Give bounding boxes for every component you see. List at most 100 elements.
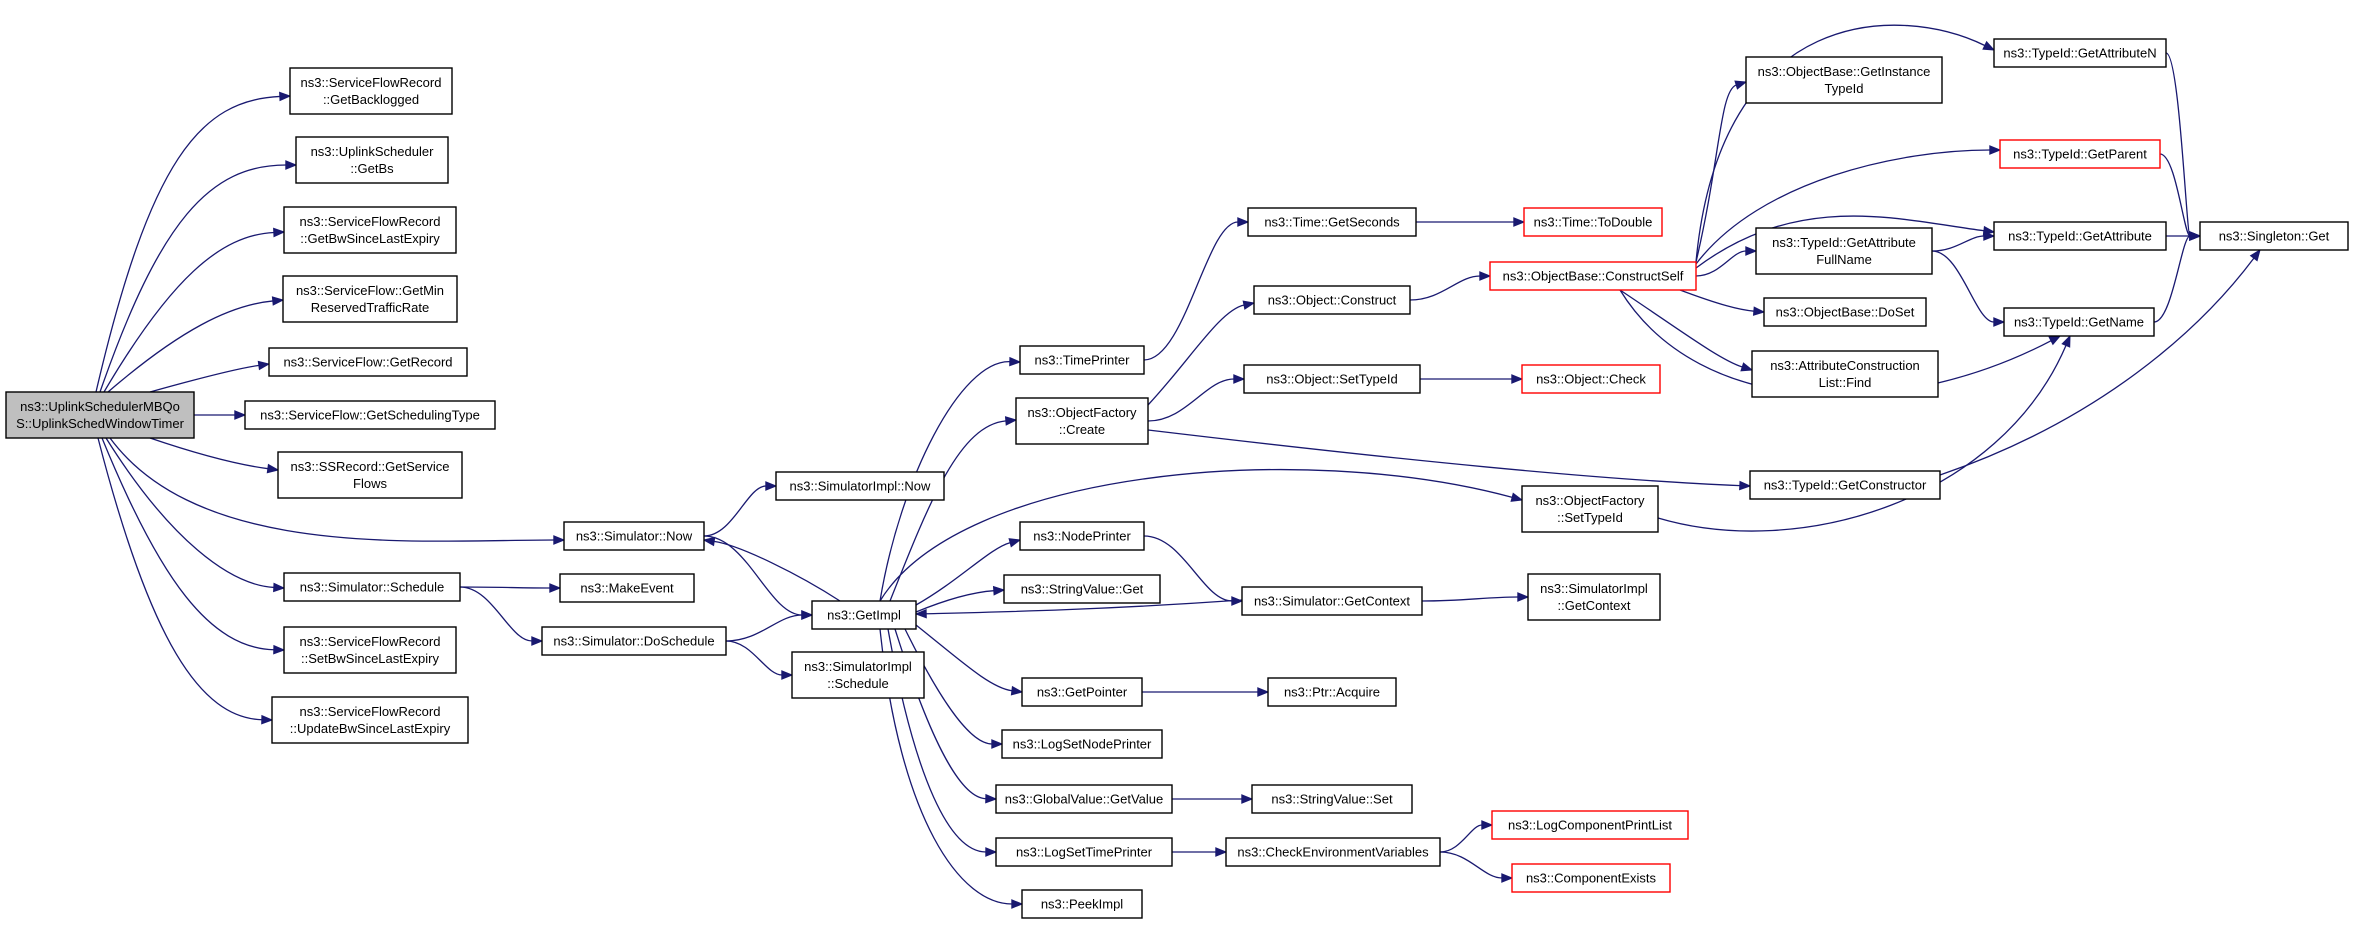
function-node[interactable]: ns3::Simulator::GetContext [1241, 586, 1423, 616]
node-label: ns3::ServiceFlowRecord [300, 634, 441, 649]
edge-line [1147, 304, 1245, 406]
node-box [541, 626, 727, 656]
node-label: ::GetBacklogged [323, 92, 419, 107]
node-box [775, 471, 945, 501]
node-box [1021, 677, 1143, 707]
function-node[interactable]: ns3::Singleton::Get [2199, 221, 2349, 251]
function-node[interactable]: ns3::ServiceFlow::GetMinReservedTrafficR… [282, 275, 458, 323]
node-box [1999, 139, 2161, 169]
function-node[interactable]: ns3::ServiceFlow::GetSchedulingType [244, 400, 496, 430]
function-node[interactable]: ns3::Object::Construct [1253, 285, 1411, 315]
arrowhead-icon [1740, 362, 1754, 372]
function-node[interactable]: ns3::Time::ToDouble [1523, 207, 1663, 237]
edge-line [459, 586, 533, 642]
function-node[interactable]: ns3::TypeId::GetConstructor [1749, 470, 1941, 500]
function-node[interactable]: ns3::ServiceFlowRecord::SetBwSinceLastEx… [283, 626, 457, 674]
function-node[interactable]: ns3::ObjectBase::ConstructSelf [1489, 261, 1697, 291]
arrowhead-icon [2189, 231, 2202, 241]
node-box [1763, 297, 1927, 327]
function-node[interactable]: ns3::TypeId::GetAttribute [1993, 221, 2167, 251]
arrowhead-icon [261, 714, 274, 725]
function-node[interactable]: ns3::StringValue::Get [1003, 574, 1161, 604]
call-edge [889, 416, 1018, 602]
function-node[interactable]: ns3::Ptr::Acquire [1267, 677, 1397, 707]
node-box [1243, 364, 1421, 394]
node-box [1225, 837, 1441, 867]
function-node[interactable]: ns3::ComponentExists [1511, 863, 1671, 893]
edge-line [703, 485, 767, 537]
function-node[interactable]: ns3::ServiceFlow::GetRecord [268, 347, 468, 377]
function-node[interactable]: ns3::MakeEvent [559, 573, 695, 603]
node-box [995, 837, 1173, 867]
function-node[interactable]: ns3::ObjectFactory::Create [1015, 397, 1149, 445]
function-node[interactable]: ns3::UplinkScheduler::GetBs [295, 136, 449, 184]
arrowhead-icon [801, 610, 814, 620]
function-node[interactable]: ns3::ServiceFlowRecord::UpdateBwSinceLas… [271, 696, 469, 744]
node-label: ns3::LogComponentPrintList [1508, 818, 1672, 833]
call-edge [149, 437, 280, 474]
function-node[interactable]: ns3::GlobalValue::GetValue [995, 784, 1173, 814]
node-label: ns3::StringValue::Get [1021, 582, 1144, 597]
call-edge [1695, 246, 1758, 277]
function-node[interactable]: ns3::TypeId::GetName [2003, 307, 2155, 337]
edge-line [109, 437, 555, 542]
node-label: ns3::Time::GetSeconds [1264, 215, 1400, 230]
node-box [1251, 784, 1413, 814]
edge-line [1421, 596, 1519, 602]
function-node[interactable]: ns3::TimePrinter [1019, 345, 1145, 375]
function-node[interactable]: ns3::Time::GetSeconds [1247, 207, 1417, 237]
function-node[interactable]: ns3::StringValue::Set [1251, 784, 1413, 814]
function-node[interactable]: ns3::TypeId::GetAttributeN [1993, 38, 2167, 68]
function-node[interactable]: ns3::ServiceFlowRecord::GetBwSinceLastEx… [283, 206, 457, 254]
function-node[interactable]: ns3::SimulatorImpl::Now [775, 471, 945, 501]
node-label: ns3::Simulator::DoSchedule [553, 634, 714, 649]
edge-line [459, 586, 551, 589]
call-edge [1619, 289, 1754, 372]
function-node[interactable]: ns3::UplinkSchedulerMBQoS::UplinkSchedWi… [5, 391, 195, 439]
node-label: ns3::SSRecord::GetService [291, 459, 450, 474]
function-node[interactable]: ns3::Object::SetTypeId [1243, 364, 1421, 394]
function-node[interactable]: ns3::LogSetNodePrinter [1001, 729, 1163, 759]
function-node[interactable]: ns3::Simulator::Now [563, 521, 705, 551]
edge-line [915, 590, 995, 613]
arrowhead-icon [531, 636, 544, 646]
arrowhead-icon [1481, 820, 1494, 830]
arrowhead-icon [781, 670, 794, 680]
node-label: ns3::ServiceFlowRecord [300, 704, 441, 719]
function-node[interactable]: ns3::ObjectBase::DoSet [1763, 297, 1927, 327]
function-node[interactable]: ns3::GetImpl [811, 600, 917, 630]
function-node[interactable]: ns3::CheckEnvironmentVariables [1225, 837, 1441, 867]
arrowhead-icon [1004, 416, 1018, 426]
function-node[interactable]: ns3::PeekImpl [1021, 889, 1143, 919]
function-node[interactable]: ns3::LogSetTimePrinter [995, 837, 1173, 867]
function-node[interactable]: ns3::GetPointer [1021, 677, 1143, 707]
edge-line [2159, 153, 2191, 237]
arrowhead-icon [1739, 480, 1752, 491]
call-edge [1143, 217, 1250, 361]
edge-line [1147, 378, 1235, 422]
function-node[interactable]: ns3::SimulatorImpl::Schedule [791, 651, 925, 699]
function-node[interactable]: ns3::NodePrinter [1019, 521, 1145, 551]
edge-line [2165, 52, 2191, 237]
function-node[interactable]: ns3::Object::Check [1521, 364, 1661, 394]
function-node[interactable]: ns3::ServiceFlowRecord::GetBacklogged [289, 67, 453, 115]
edge-line [1439, 824, 1483, 853]
node-box [1003, 574, 1161, 604]
function-node[interactable]: ns3::LogComponentPrintList [1491, 810, 1689, 840]
arrowhead-icon [549, 583, 562, 593]
node-box [1019, 521, 1145, 551]
function-node[interactable]: ns3::TypeId::GetParent [1999, 139, 2161, 169]
call-edge [1142, 687, 1270, 697]
node-box [2199, 221, 2349, 251]
function-node[interactable]: ns3::SimulatorImpl::GetContext [1527, 573, 1661, 621]
function-node[interactable]: ns3::ObjectFactory::SetTypeId [1521, 485, 1659, 533]
function-node[interactable]: ns3::Simulator::Schedule [283, 572, 461, 602]
arrowhead-icon [2249, 248, 2261, 262]
arrowhead-icon [1734, 80, 1748, 90]
node-label: ns3::NodePrinter [1033, 529, 1131, 544]
function-node[interactable]: ns3::Simulator::DoSchedule [541, 626, 727, 656]
